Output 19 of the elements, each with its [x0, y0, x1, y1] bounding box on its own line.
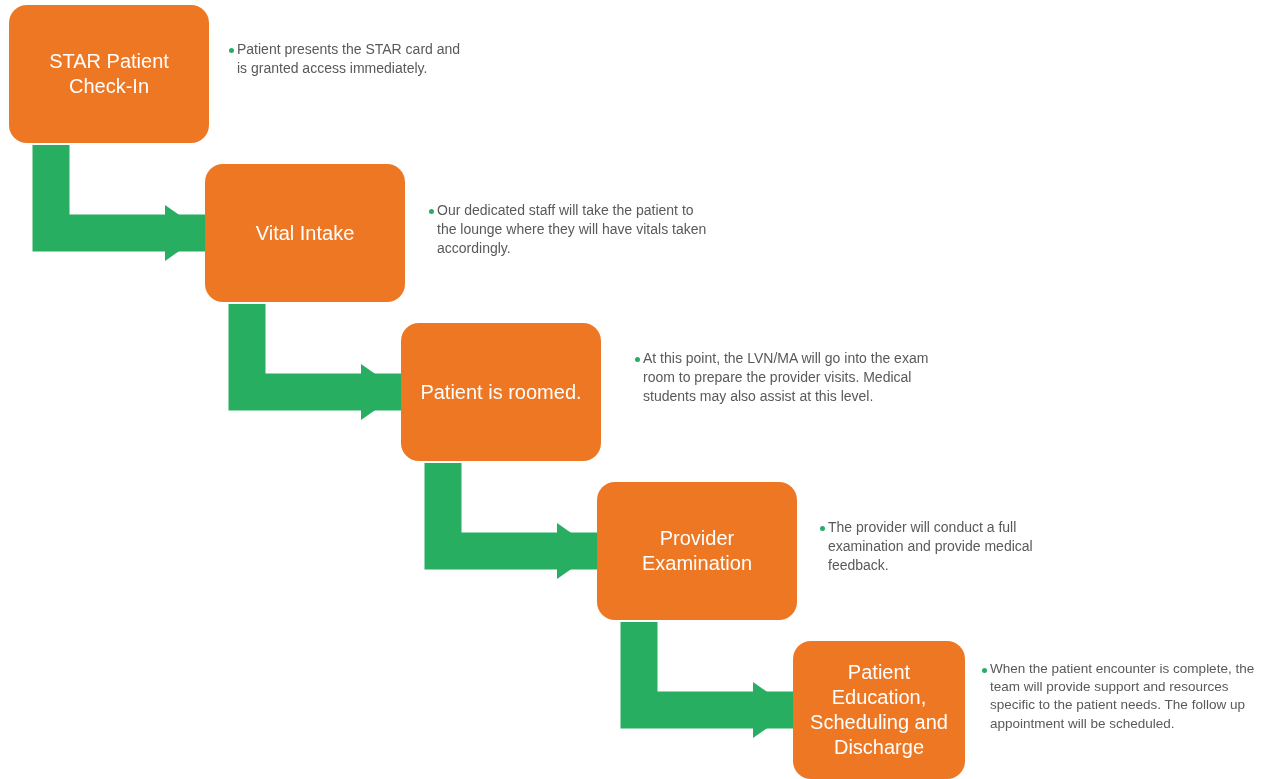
step-description: When the patient encounter is complete, the team will provide support and resources specific to the patient needs. The follow up appointment will be scheduled. [990, 660, 1256, 733]
step-title: STAR Patient Check-In [48, 49, 170, 99]
step-title: Vital Intake [255, 220, 355, 246]
step-description: Patient presents the STAR card and is granted access immediately. [237, 40, 462, 78]
bent-arrow [620, 622, 793, 738]
bent-arrow [228, 304, 401, 420]
process-box [597, 482, 797, 620]
bent-arrow [424, 463, 597, 579]
step-description: Our dedicated staff will take the patient to the lounge where they will have vitals taken accordingly. [437, 201, 708, 258]
process-box [401, 323, 601, 461]
process-box [205, 164, 405, 302]
process-box [9, 5, 209, 143]
step-title: Provider Examination [640, 526, 754, 576]
step-title: Patient is roomed. [420, 379, 582, 405]
step-description: At this point, the LVN/MA will go into the exam room to prepare the provider visits. Medical students may also assist at this level. [643, 349, 930, 406]
step-description: The provider will conduct a full examination and provide medical feedback. [828, 518, 1034, 575]
bent-arrow [32, 145, 205, 261]
process-box [793, 641, 965, 779]
step-title: Patient Education, Scheduling and Discharge [809, 660, 949, 760]
